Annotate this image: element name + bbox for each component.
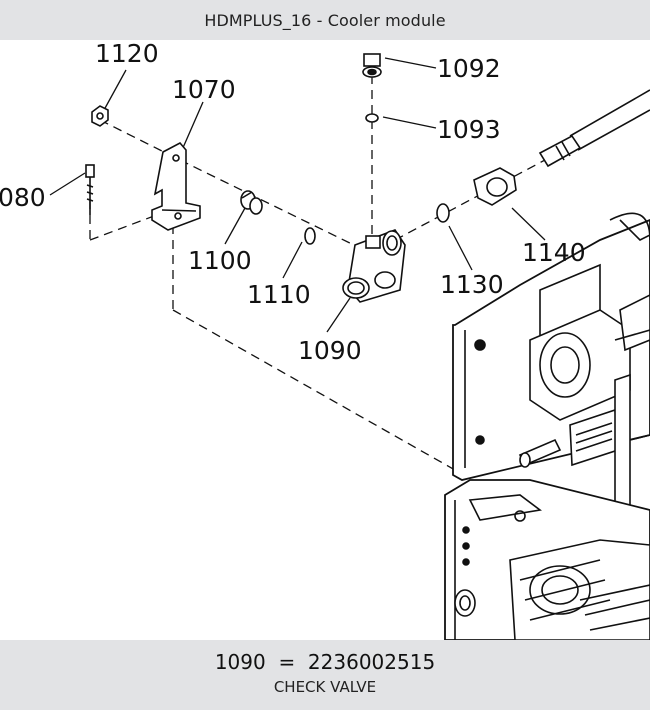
title-bar: HDMPLUS_16 - Cooler module bbox=[0, 0, 650, 40]
part-1130-o-ring[interactable] bbox=[436, 203, 450, 223]
part-080-screw[interactable] bbox=[85, 164, 95, 215]
lower-housing bbox=[444, 479, 650, 640]
article-number: 2236002515 bbox=[307, 650, 436, 674]
equals-sign: = bbox=[278, 650, 296, 674]
callout-1140[interactable]: 1140 bbox=[522, 238, 586, 267]
part-number: 1090 bbox=[214, 650, 266, 674]
callout-1130[interactable]: 1130 bbox=[440, 270, 504, 299]
hose-fitting bbox=[538, 89, 650, 168]
cooler-module-housing bbox=[452, 212, 650, 517]
part-description: CHECK VALVE bbox=[273, 678, 377, 696]
callout-1100[interactable]: 1100 bbox=[188, 246, 252, 275]
part-1090-check-valve[interactable] bbox=[342, 229, 406, 303]
callout-1070[interactable]: 1070 bbox=[172, 75, 236, 104]
callout-1120[interactable]: 1120 bbox=[95, 40, 159, 68]
part-info-bar: 1090 = 2236002515 CHECK VALVE bbox=[0, 640, 650, 710]
part-1092-cap[interactable] bbox=[362, 53, 382, 78]
part-1120-nut[interactable] bbox=[91, 105, 109, 127]
callout-1092[interactable]: 1092 bbox=[437, 54, 501, 83]
callout-1090[interactable]: 1090 bbox=[298, 336, 362, 365]
callout-080[interactable]: 080 bbox=[0, 183, 46, 212]
part-number-line: 1090 = 2236002515 bbox=[0, 650, 650, 674]
callout-1093[interactable]: 1093 bbox=[437, 115, 501, 144]
part-1110-o-ring[interactable] bbox=[304, 227, 316, 245]
part-1100-fitting[interactable] bbox=[240, 190, 263, 215]
part-1140-nut[interactable] bbox=[473, 167, 517, 206]
exploded-diagram[interactable]: 1120 1070 1092 1093 080 1100 1110 1090 1… bbox=[0, 40, 650, 640]
part-1070-bracket[interactable] bbox=[151, 141, 201, 231]
callout-1110[interactable]: 1110 bbox=[247, 280, 311, 309]
leader-lines bbox=[49, 57, 546, 333]
window-title: HDMPLUS_16 - Cooler module bbox=[204, 10, 446, 30]
part-1093-washer[interactable] bbox=[365, 113, 379, 123]
callout-labels: 1120 1070 1092 1093 080 1100 1110 1090 1… bbox=[0, 40, 586, 365]
